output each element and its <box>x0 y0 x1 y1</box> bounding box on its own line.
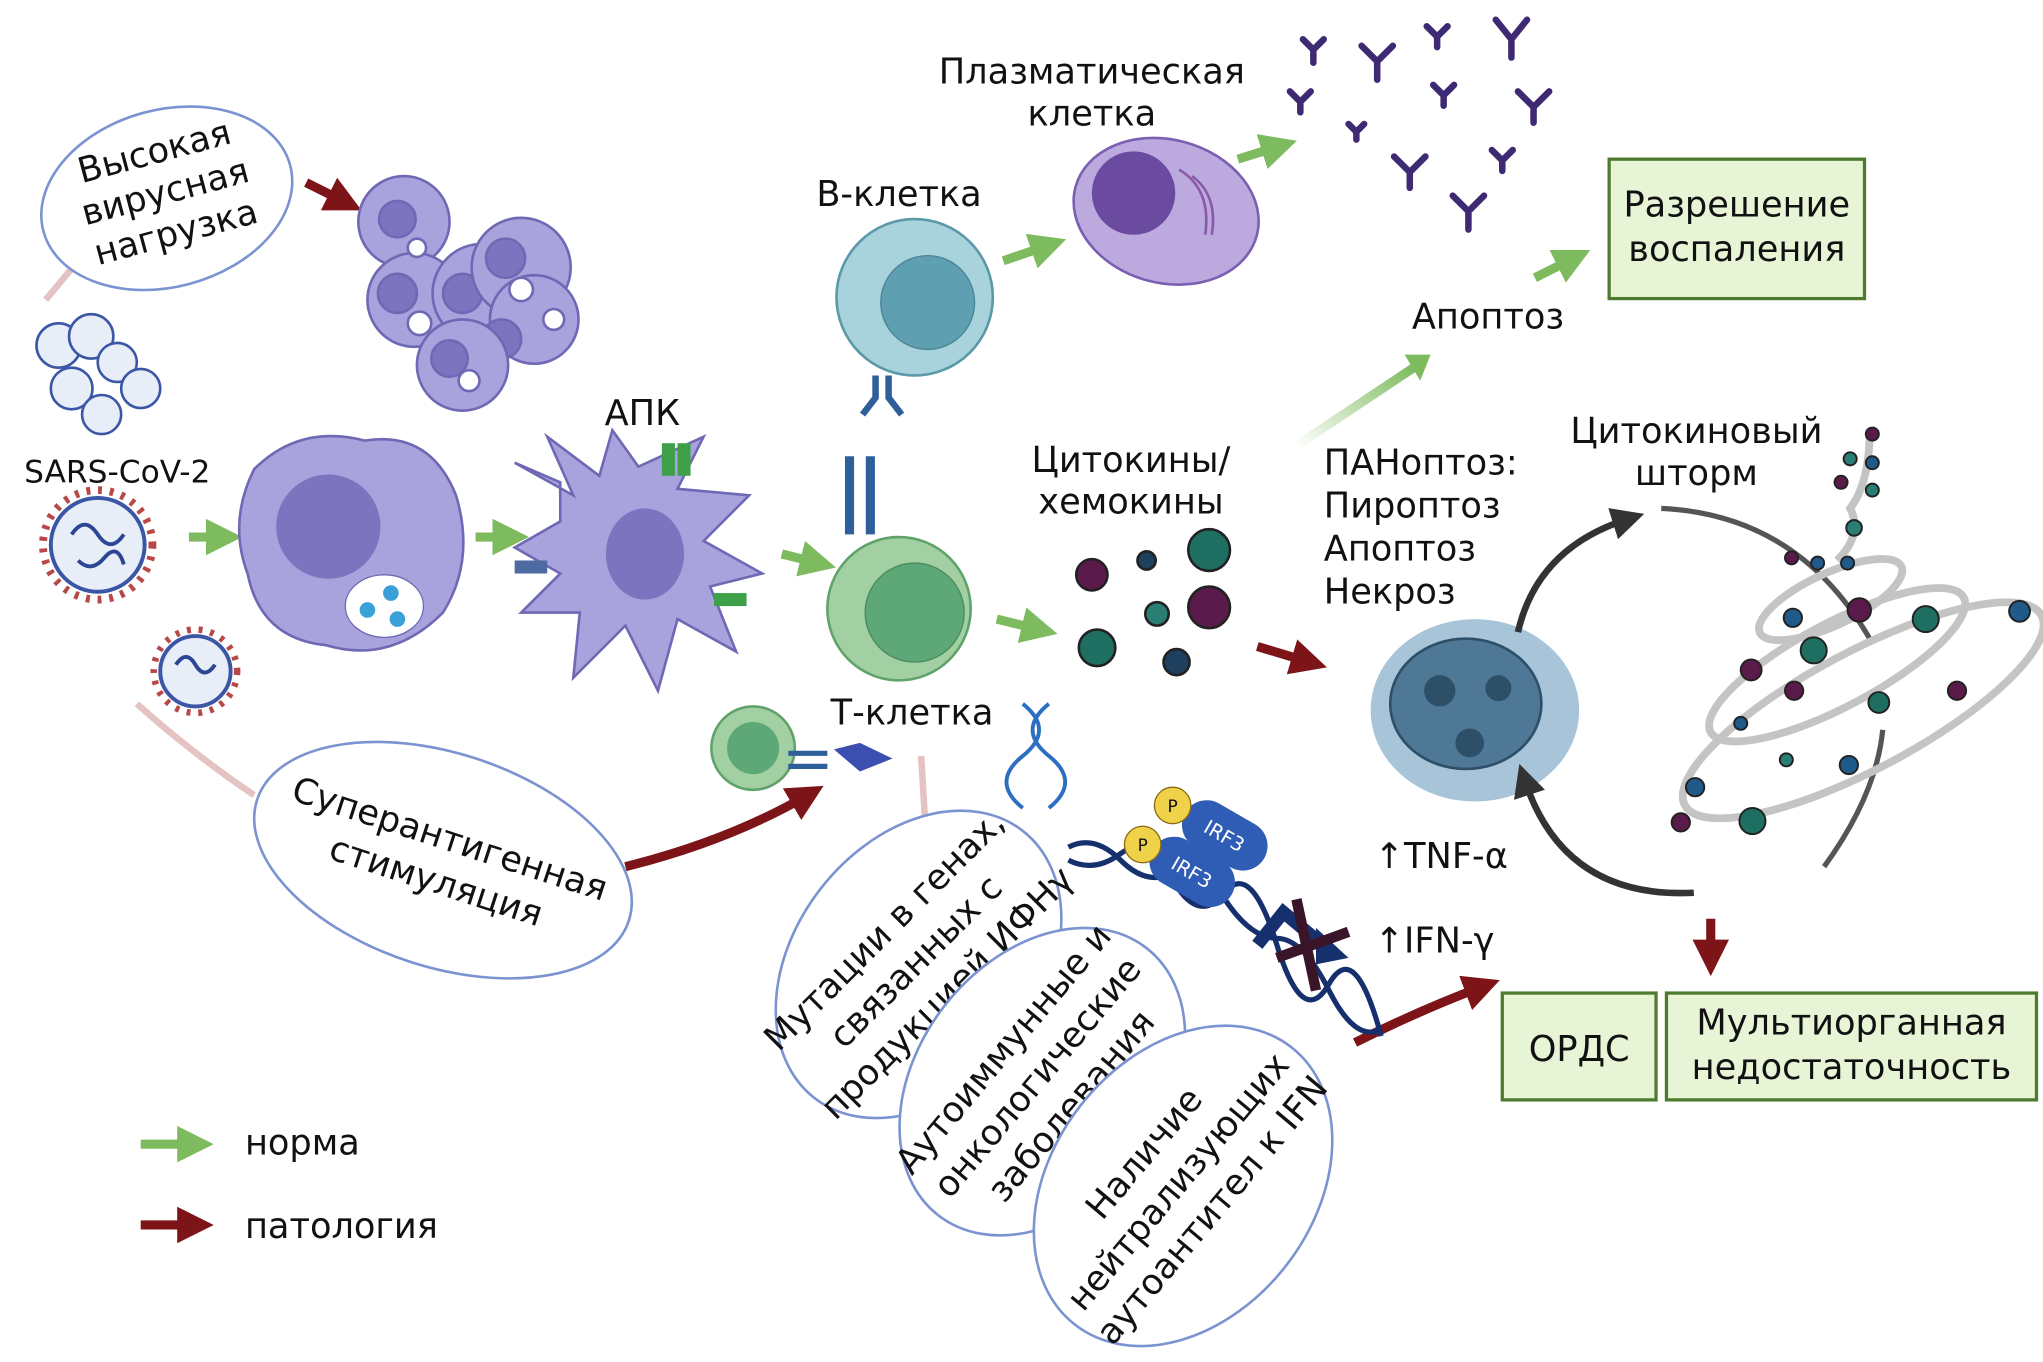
red-arrow-icon <box>624 785 824 872</box>
panoptosis-title: ПАНоптоз: <box>1324 442 1518 483</box>
cytokines-line1: Цитокины/ <box>1032 440 1231 481</box>
legend: норма патология <box>140 1123 438 1247</box>
dna-icon <box>1004 702 1067 810</box>
resolution-box: Разрешение воспаления <box>1607 157 1867 301</box>
legend-normal-label: норма <box>245 1123 360 1164</box>
blocked-arrow-icon <box>1252 898 1351 992</box>
apoptosis-label: Апоптоз <box>1412 297 1564 338</box>
small-virus-icon <box>150 626 241 717</box>
apoptosis-item-label: Апоптоз <box>1324 528 1476 569</box>
tnf-label: ↑TNF-α <box>1375 836 1508 877</box>
plasma-cell-icon <box>1072 136 1260 286</box>
green-arrow-icon <box>780 540 836 577</box>
cytokines-line2: хемокины <box>1038 482 1223 523</box>
antibodies-icon <box>1286 16 1553 233</box>
ifn-label: ↑IFN-γ <box>1375 921 1495 962</box>
macrophage-icon <box>237 434 465 652</box>
cycle-arrow-bottom-icon <box>1514 763 1694 897</box>
superantigen-ellipse: Суперантигенная стимуляция <box>252 740 634 980</box>
ards-label: ОРДС <box>1529 1029 1630 1070</box>
green-arrow-icon <box>1236 134 1297 169</box>
resolution-line1: Разрешение <box>1623 185 1850 226</box>
tornado-icon <box>1678 430 2043 823</box>
green-arrow-icon <box>995 607 1058 643</box>
plasma-cell-label-line2: клетка <box>1028 93 1157 134</box>
multiorgan-line2: недостаточность <box>1692 1047 2012 1088</box>
multiorgan-line1: Мультиорганная <box>1696 1003 2006 1044</box>
resolution-line2: воспаления <box>1628 229 1845 270</box>
dendritic-cell-icon <box>512 427 766 695</box>
irf3-proteins-icon: IRF3 IRF3 P P <box>1123 786 1268 908</box>
cycle-arrow-top-icon <box>1514 508 1645 633</box>
infected-cells-icon <box>357 174 580 412</box>
multiorgan-failure-box: Мультиорганная недостаточность <box>1664 991 2039 1102</box>
pyroptosis-label: Пироптоз <box>1324 485 1501 526</box>
phosphate-label: P <box>1168 796 1178 816</box>
green-arrowhead-icon <box>1404 354 1431 381</box>
sars-cov-2-virus-icon <box>39 486 157 604</box>
green-arrow-icon <box>1001 233 1067 269</box>
t-cell-icon <box>826 456 972 682</box>
virus-cluster-icon <box>35 312 162 436</box>
cytokine-dots-icon <box>1074 527 1232 677</box>
tornado-particles-icon <box>1670 426 2031 836</box>
necrotic-cell-icon <box>1370 619 1580 802</box>
green-arrow-icon <box>1532 250 1591 283</box>
t-cell-label: Т-клетка <box>830 693 994 734</box>
legend-pathology-label: патология <box>245 1206 438 1247</box>
cytokine-storm-line2: шторм <box>1635 453 1758 494</box>
red-arrow-icon <box>1353 975 1500 1047</box>
ards-box: ОРДС <box>1500 991 1658 1102</box>
high-viral-load-ellipse: Высокая вирусная нагрузка <box>40 105 294 292</box>
red-arrow-icon <box>1256 639 1327 675</box>
b-cell-label: В-клетка <box>816 174 981 215</box>
apc-label: АПК <box>605 393 680 434</box>
red-arrow-icon <box>304 177 362 211</box>
b-cell-icon <box>835 217 995 417</box>
phosphate-label: P <box>1138 835 1148 855</box>
plasma-cell-label-line1: Плазматическая <box>939 52 1245 93</box>
necrosis-label: Некроз <box>1324 571 1456 612</box>
green-arrow-icon <box>1293 363 1417 450</box>
virus-label: SARS-CoV-2 <box>24 454 210 490</box>
cytokine-storm-line1: Цитокиновый <box>1570 411 1822 452</box>
panoptosis-label: ПАНоптоз: Пироптоз Апоптоз Некроз <box>1324 442 1518 612</box>
small-t-cell-icon <box>710 705 893 792</box>
